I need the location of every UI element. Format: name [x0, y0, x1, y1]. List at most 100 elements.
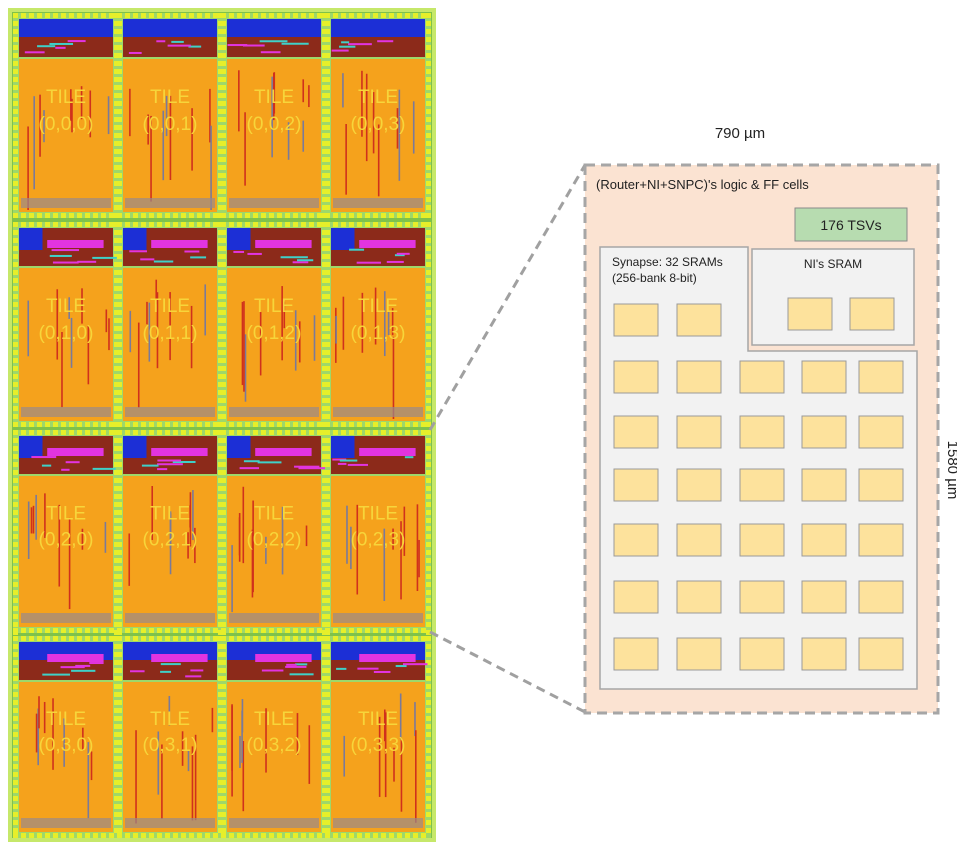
io-pad	[61, 628, 66, 633]
io-pad	[45, 222, 50, 227]
io-pad	[218, 286, 223, 291]
io-pad	[218, 756, 223, 761]
io-pad	[117, 788, 122, 793]
io-pad	[325, 326, 330, 331]
io-pad	[114, 438, 119, 443]
io-pad	[53, 213, 58, 218]
io-pad	[218, 478, 223, 483]
metal-trace	[313, 315, 316, 361]
io-pad	[426, 69, 431, 74]
io-pad	[165, 13, 170, 18]
io-pad	[357, 213, 362, 218]
metal-trace	[342, 296, 345, 350]
io-pad	[117, 804, 122, 809]
io-pad	[405, 422, 410, 427]
io-pad	[322, 101, 327, 106]
metal-trace	[162, 110, 165, 181]
io-pad	[426, 93, 431, 98]
metal-trace	[156, 292, 159, 369]
io-pad	[13, 302, 18, 307]
wire-segment	[332, 458, 347, 461]
io-pad	[101, 422, 106, 427]
io-pad	[426, 278, 431, 283]
io-pad	[181, 13, 186, 18]
metal-trace	[302, 79, 305, 103]
io-pad	[325, 21, 330, 26]
io-pad	[269, 13, 274, 18]
io-pad	[13, 804, 18, 809]
io-pad	[109, 636, 114, 641]
io-pad	[93, 833, 98, 838]
io-pad	[293, 833, 298, 838]
synapse-sram-block	[676, 580, 722, 614]
io-pad	[101, 222, 106, 227]
io-pad	[13, 125, 18, 130]
io-pad	[13, 486, 18, 491]
ni-sram-block	[787, 297, 833, 331]
magenta-wire-band	[359, 448, 416, 456]
io-pad	[237, 430, 242, 435]
io-pad	[13, 668, 18, 673]
io-pad	[325, 310, 330, 315]
io-pad	[322, 486, 327, 491]
io-pad	[221, 692, 226, 697]
io-pad	[325, 788, 330, 793]
bottom-strip	[229, 407, 319, 417]
io-pad	[325, 165, 330, 170]
io-pad	[322, 652, 327, 657]
io-pad	[218, 350, 223, 355]
io-pad	[322, 788, 327, 793]
blue-metal-band	[331, 228, 355, 250]
metal-trace	[372, 92, 375, 154]
io-pad	[325, 740, 330, 745]
metal-trace	[238, 517, 241, 556]
io-pad	[322, 692, 327, 697]
io-pad	[77, 422, 82, 427]
io-pad	[322, 254, 327, 259]
io-pad	[181, 422, 186, 427]
io-pad	[426, 724, 431, 729]
wire-segment	[141, 464, 159, 467]
io-pad	[218, 558, 223, 563]
io-pad	[301, 213, 306, 218]
layout-tile: TILE(0,3,0)	[13, 636, 119, 838]
io-pad	[426, 310, 431, 315]
io-pad	[13, 197, 18, 202]
io-pad	[117, 636, 122, 641]
io-pad	[357, 422, 362, 427]
io-pad	[13, 69, 18, 74]
io-pad	[325, 574, 330, 579]
io-pad	[426, 478, 431, 483]
io-pad	[53, 628, 58, 633]
wire-segment	[75, 664, 91, 667]
io-pad	[114, 708, 119, 713]
io-pad	[221, 157, 226, 162]
io-pad	[325, 254, 330, 259]
io-pad	[218, 302, 223, 307]
io-pad	[405, 628, 410, 633]
io-pad	[114, 510, 119, 515]
io-pad	[218, 254, 223, 259]
io-pad	[114, 334, 119, 339]
blue-metal-band	[123, 19, 217, 37]
wire-segment	[188, 45, 202, 48]
io-pad	[221, 13, 226, 18]
io-pad	[13, 644, 18, 649]
metal-trace	[356, 504, 359, 595]
io-pad	[325, 833, 330, 838]
synapse-sram-block	[613, 415, 659, 449]
io-pad	[426, 141, 431, 146]
io-pad	[218, 270, 223, 275]
io-pad	[309, 13, 314, 18]
io-pad	[322, 582, 327, 587]
wire-segment	[65, 461, 80, 464]
metal-trace	[242, 486, 245, 564]
io-pad	[189, 833, 194, 838]
io-pad	[322, 828, 327, 833]
io-pad	[13, 510, 18, 515]
io-pad	[13, 350, 18, 355]
io-pad	[221, 406, 226, 411]
io-pad	[117, 69, 122, 74]
io-pad	[13, 462, 18, 467]
io-pad	[221, 518, 226, 523]
